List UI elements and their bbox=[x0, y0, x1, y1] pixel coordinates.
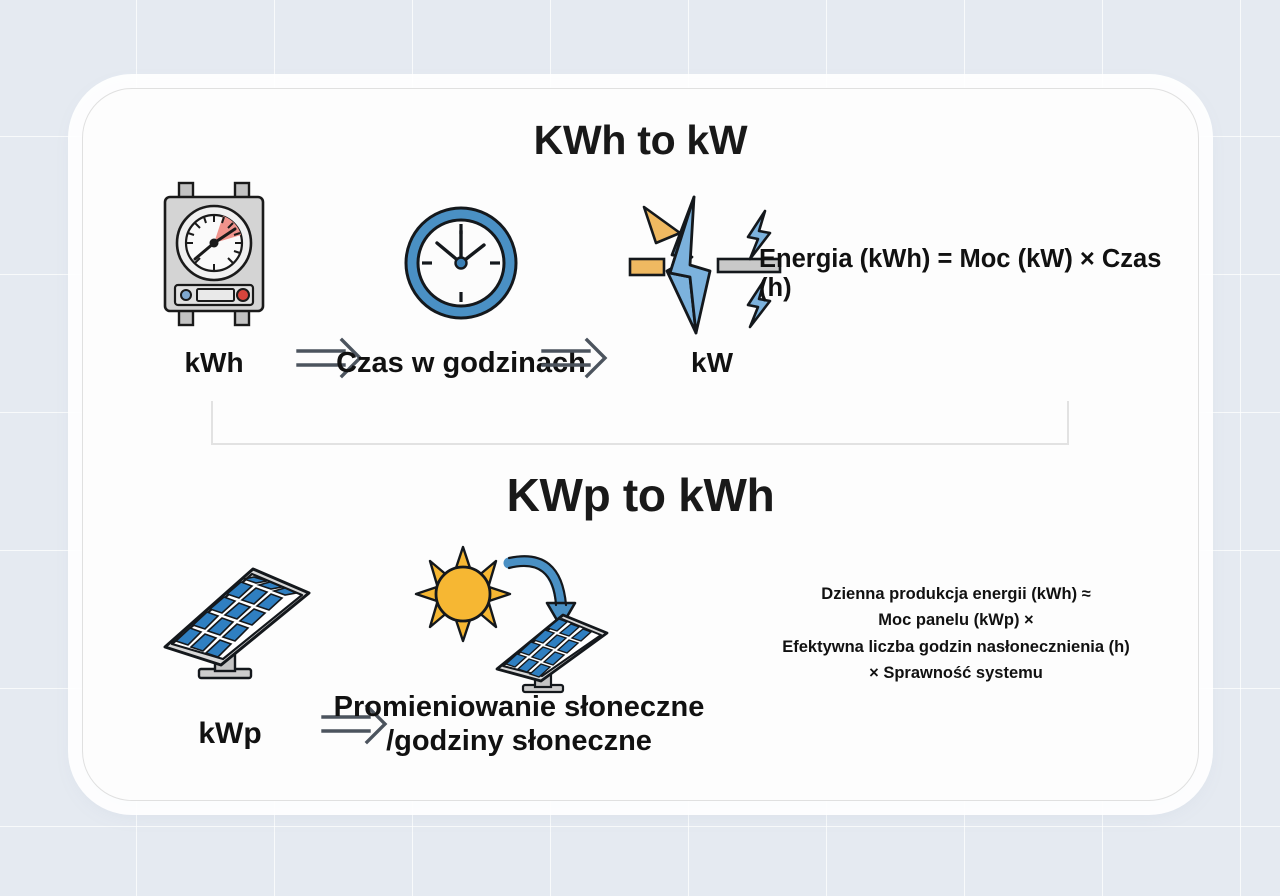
double-line-right-arrow-icon bbox=[321, 703, 389, 745]
formula-dzienna-produkcja: Dzienna produkcja energii (kWh) ≈ Moc pa… bbox=[741, 581, 1171, 687]
formula-line-2: Moc panelu (kWp) × bbox=[878, 611, 1034, 630]
section-title-kwp-to-kwh: KWp to kWh bbox=[506, 469, 775, 521]
label-kw: kW bbox=[691, 347, 733, 378]
formula-line-3: Efektywna liczba godzin nasłonecznienia … bbox=[782, 637, 1130, 656]
label-promieniowanie-sloneczne: Promieniowanie słoneczne /godziny słonec… bbox=[279, 691, 759, 758]
main-card: KWh to kW bbox=[82, 88, 1199, 801]
sun-solar-panel-icon bbox=[405, 545, 625, 697]
section-title-kwh-to-kw: KWh to kW bbox=[533, 117, 748, 163]
label-kwh: kWh bbox=[184, 347, 244, 378]
label-line-1: Promieniowanie słoneczne bbox=[333, 691, 705, 723]
electricity-meter-icon bbox=[159, 179, 269, 329]
formula-line-1: Dzienna produkcja energii (kWh) ≈ bbox=[821, 585, 1091, 603]
double-line-right-arrow-icon bbox=[296, 337, 364, 379]
label-kwp: kWp bbox=[198, 717, 262, 750]
clock-icon bbox=[401, 203, 521, 323]
double-line-right-arrow-icon bbox=[541, 337, 609, 379]
formula-energia: Energia (kWh) = Moc (kW) × Czas (h) bbox=[759, 245, 1162, 302]
label-line-2: /godziny słoneczne bbox=[386, 724, 652, 757]
lightning-bolt-icon bbox=[628, 195, 782, 335]
formula-line-4: × Sprawność systemu bbox=[869, 664, 1043, 683]
solar-panel-icon bbox=[145, 551, 315, 686]
section-divider-bracket bbox=[211, 401, 1069, 445]
